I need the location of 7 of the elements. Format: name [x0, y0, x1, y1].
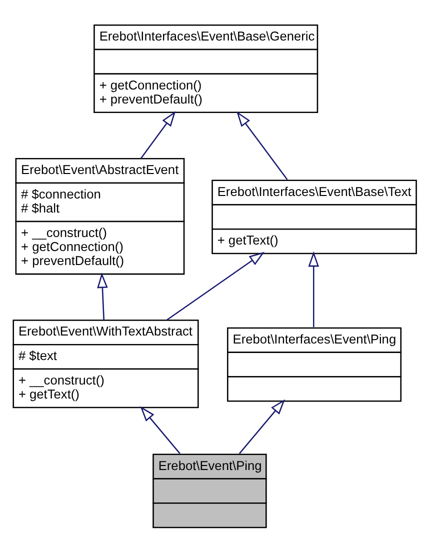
arrow [308, 251, 320, 328]
arrow [140, 111, 176, 159]
arrow [236, 111, 288, 180]
arrow [140, 406, 180, 454]
arrow [238, 399, 286, 454]
arrow [97, 272, 108, 320]
arrow [166, 252, 265, 320]
